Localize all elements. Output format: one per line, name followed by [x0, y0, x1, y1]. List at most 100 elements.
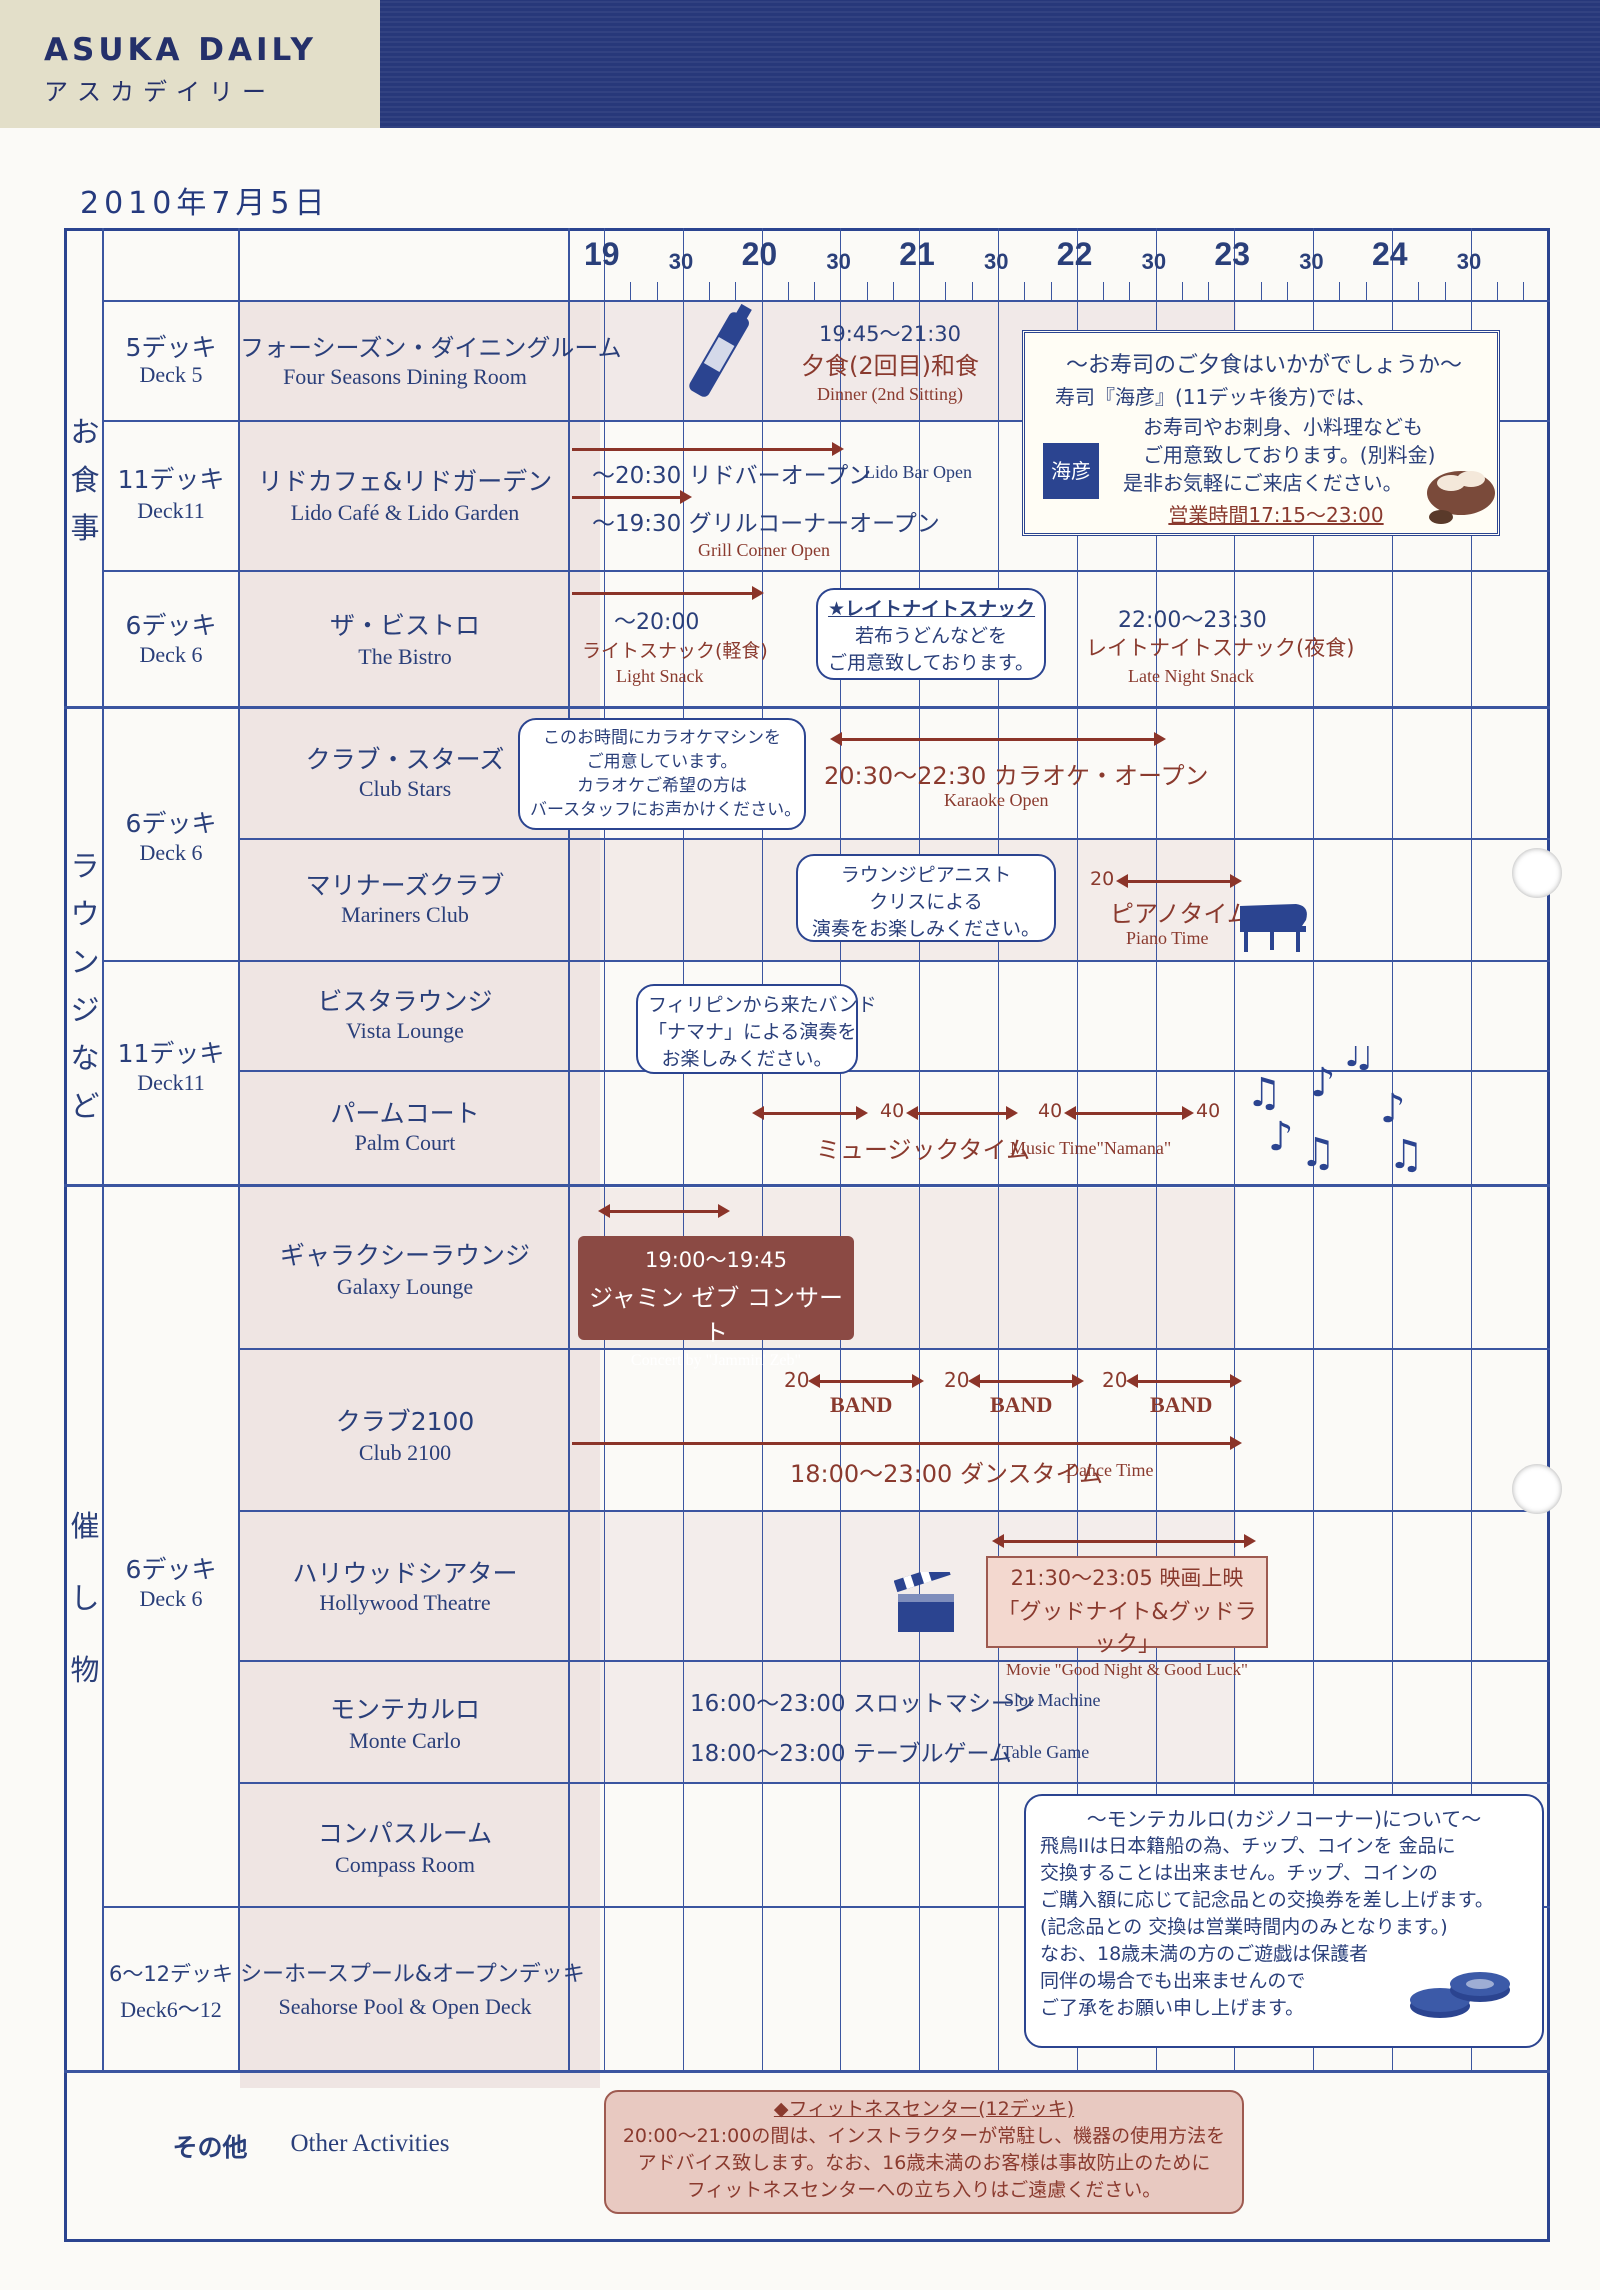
band-label: BAND — [1150, 1392, 1213, 1417]
row-line — [238, 1782, 1550, 1784]
late-snack-bubble-line: ご用意致しております。 — [828, 652, 1034, 674]
casino-line: 飛鳥IIは日本籍船の為、チップ、コインを 金品に — [1040, 1835, 1456, 1857]
hour-label: 20 — [741, 236, 778, 272]
table-game-label: 18:00〜23:00 テーブルゲーム — [690, 1741, 1012, 1767]
category-char: ン — [70, 945, 100, 979]
time-gridline — [1076, 228, 1078, 2070]
time-tick — [735, 282, 737, 300]
music-label: ミュージックタイム — [816, 1136, 1031, 1164]
galaxy-time: 19:00〜19:45 — [644, 1248, 788, 1272]
dinner-time: 19:45〜21:30 — [818, 322, 962, 346]
time-gridline — [1470, 228, 1472, 2070]
piano-label-en: Piano Time — [1126, 928, 1209, 948]
light-snack-arrow — [572, 586, 764, 600]
late-snack-label-en: Late Night Snack — [1128, 666, 1254, 686]
venue-name-en: Galaxy Lounge — [336, 1274, 474, 1299]
binder-hole — [1512, 1464, 1562, 1514]
venue-name-en: Four Seasons Dining Room — [283, 364, 527, 389]
half-hour-label: 30 — [1141, 249, 1167, 274]
venue-name: モンテカルロ — [329, 1695, 480, 1724]
fitness-title: ◆フィットネスセンター(12デッキ) — [773, 2098, 1075, 2120]
slot-label-en: Slot Machine — [1004, 1690, 1101, 1710]
svg-text:♫: ♫ — [1300, 1130, 1336, 1176]
col-line-name — [568, 228, 570, 2070]
late-snack-bubble-line: ★レイトナイトスナック — [828, 598, 1036, 620]
page-date: 2010年7月5日 — [80, 186, 330, 221]
time-tick — [1103, 282, 1105, 300]
time-gridline — [1392, 228, 1393, 2070]
time-tick — [1365, 282, 1367, 300]
deck-label: 6デッキ — [125, 1555, 217, 1584]
piano-bubble-line: クリスによる — [869, 891, 983, 913]
music-arrow — [906, 1106, 1018, 1120]
brand-title-en: ASUKA DAILY — [44, 32, 317, 68]
karaoke-label-en: Karaoke Open — [944, 790, 1049, 810]
venue-name: リドカフェ&リドガーデン — [257, 467, 553, 496]
time-tick — [1523, 282, 1525, 300]
music-arrow — [752, 1106, 868, 1120]
time-tick — [1418, 282, 1420, 300]
music-minutes: 40 — [880, 1100, 905, 1122]
casino-line: 同伴の場合でも出来ませんので — [1040, 1970, 1306, 1992]
category-char: お — [70, 415, 100, 449]
venue-name-en: Seahorse Pool & Open Deck — [278, 1994, 532, 2019]
music-label-en: Music Time"Namana" — [1010, 1138, 1172, 1158]
fitness-notice: ◆フィットネスセンター(12デッキ) 20:00〜21:00の間は、インストラク… — [604, 2090, 1244, 2214]
venue-name-en: Club 2100 — [358, 1440, 452, 1465]
umihiko-sign-text: 海彦 — [1051, 459, 1091, 483]
row-line — [238, 1660, 1550, 1662]
band-arrow — [1126, 1374, 1242, 1388]
grill-arrow — [572, 490, 692, 504]
casino-title: 〜モンテカルロ(カジノコーナー)について〜 — [1086, 1807, 1482, 1831]
sushi-line: 寿司『海彦』(11デッキ後方)では、 — [1055, 385, 1377, 409]
time-gridline — [919, 228, 921, 2070]
time-tick — [709, 282, 711, 300]
venue-name: パームコート — [330, 1099, 480, 1128]
venue-name-en: The Bistro — [358, 644, 452, 669]
fitness-line: アドバイス致します。なお、16歳未満のお客様は事故防止のために — [637, 2152, 1211, 2174]
dinner-label: 夕食(2回目)和食 — [801, 352, 979, 380]
category-dining: お食事 — [68, 408, 102, 552]
sushi-title: 〜お寿司のご夕食はいかがでしょうか〜 — [1065, 353, 1462, 378]
galaxy-label-en: Concert by "Jammin' Zeb" — [630, 1352, 802, 1369]
venue-name-en: Palm Court — [354, 1130, 456, 1155]
casino-line: なお、18歳未満の方のご遊戯は保護者 — [1040, 1943, 1369, 1965]
deck-label: 11デッキ — [117, 1039, 225, 1068]
music-notes-icon: ♫♪♫♪♫♪♫ — [1240, 1030, 1430, 1178]
karaoke-bubble-line: このお時間にカラオケマシンを — [543, 728, 781, 748]
umihiko-sign-icon: 海彦 — [1043, 443, 1099, 499]
schedule-frame — [64, 228, 1550, 2242]
venue-name: コンパスルーム — [317, 1819, 493, 1848]
time-gridline — [998, 228, 999, 2070]
col-line-cat — [102, 228, 104, 2070]
namana-bubble-line: フィリピンから来たバンド — [648, 994, 877, 1016]
hour-label: 23 — [1214, 236, 1250, 272]
deck-label: 6デッキ — [125, 809, 217, 838]
time-tick — [971, 282, 973, 300]
band-label: BAND — [990, 1392, 1053, 1417]
time-tick — [630, 282, 632, 300]
light-snack-time: 〜20:00 — [614, 610, 700, 635]
deck-label-en: Deck 6 — [139, 642, 203, 667]
category-char: 事 — [70, 511, 100, 545]
category-char: な — [70, 1041, 100, 1075]
hour-label: 21 — [899, 236, 935, 272]
galaxy-concert-box: 19:00〜19:45 ジャミン ゼブ コンサート Concert by "Ja… — [578, 1236, 854, 1369]
piano-minutes: 20 — [1090, 868, 1115, 890]
deck-label-en: Deck11 — [137, 498, 205, 523]
venue-name-en: Vista Lounge — [346, 1018, 464, 1043]
svg-text:♪: ♪ — [1310, 1060, 1336, 1106]
half-hour-label: 30 — [984, 249, 1009, 274]
venue-name: フォーシーズン・ダイニングルーム — [240, 334, 622, 362]
row-line — [102, 570, 1550, 572]
casino-chips-icon — [1406, 1956, 1516, 2036]
row-line — [102, 960, 1550, 962]
header-brand-panel: ASUKA DAILY アスカデイリー — [0, 0, 380, 128]
late-snack-label: レイトナイトスナック(夜食) — [1086, 636, 1355, 660]
lido-bar-label-en: Lido Bar Open — [864, 462, 972, 482]
karaoke-arrow — [830, 732, 1166, 746]
hour-label: 19 — [584, 236, 620, 272]
time-tick — [1339, 282, 1341, 300]
half-hour-label: 30 — [668, 249, 694, 274]
